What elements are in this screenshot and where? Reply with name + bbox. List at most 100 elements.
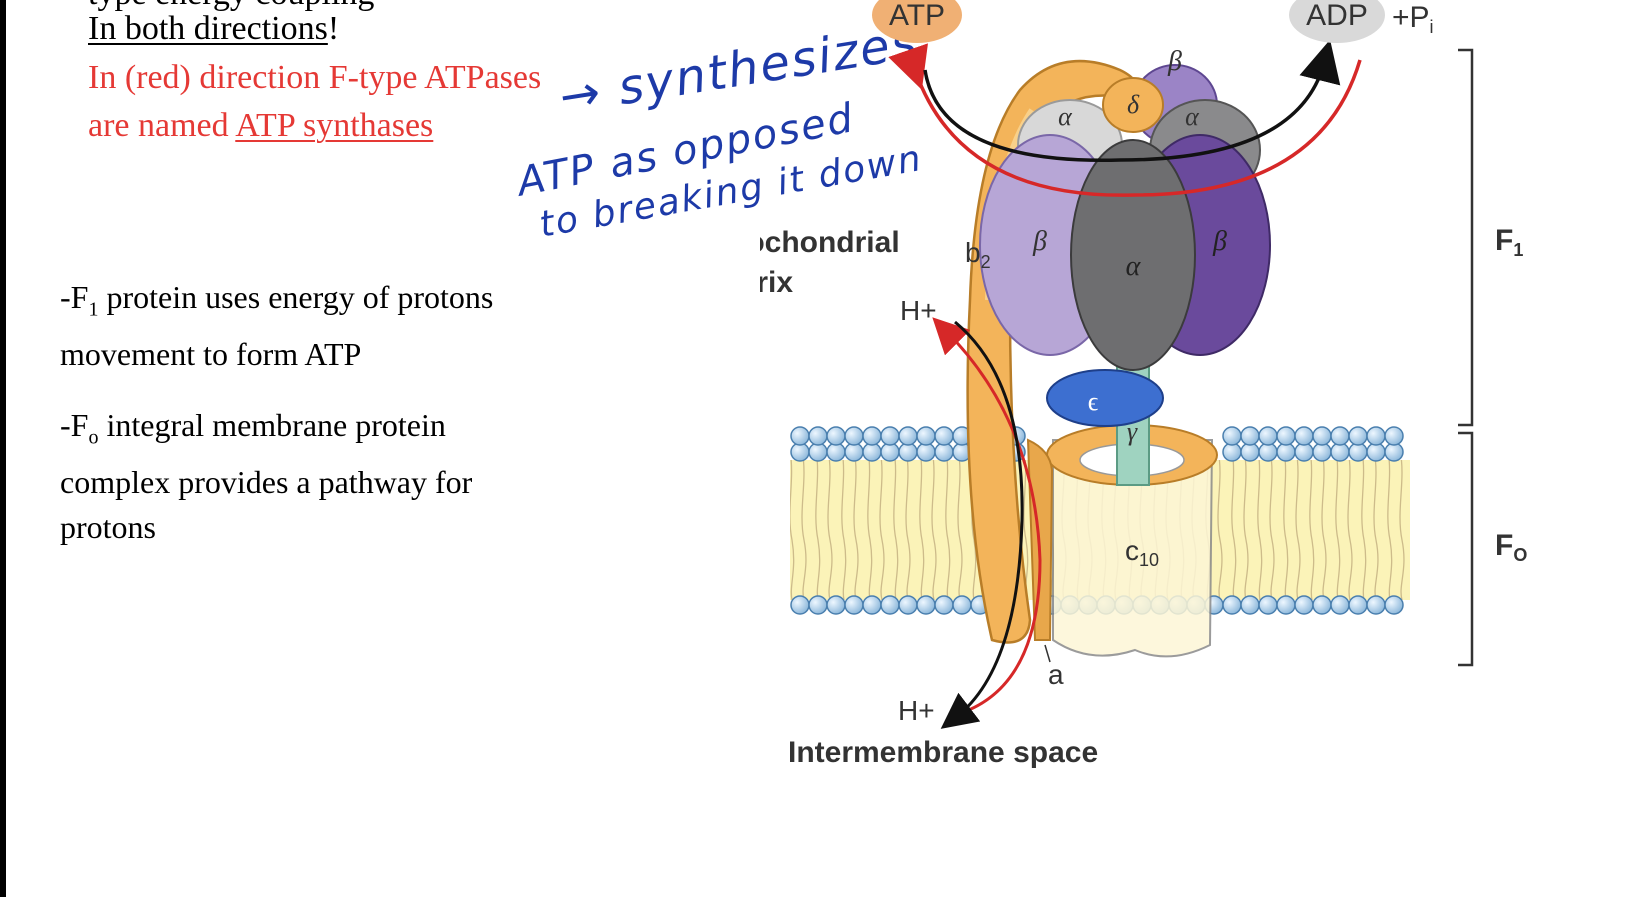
pi-label: +Pi — [1392, 1, 1434, 37]
lipid-head — [934, 595, 954, 615]
beta-right-label: β — [1212, 226, 1227, 257]
lipid-head — [880, 426, 900, 446]
bullet-fo-prefix: -F — [60, 407, 89, 443]
fo-label: FO — [1495, 529, 1527, 565]
bullet-f1-line2: movement to form ATP — [60, 336, 362, 373]
red-direction-text: In (red) direction F-type ATPases — [88, 59, 542, 96]
lipid-head — [790, 595, 810, 615]
red-rotation-arrow — [888, 43, 1362, 197]
bullet-fo: -Fo integral membrane protein complex pr… — [60, 403, 472, 550]
atp-label: ATP — [889, 0, 945, 32]
lipid-head — [1366, 595, 1386, 615]
c10-main: c — [1125, 535, 1139, 566]
bullet-f1-prefix: -F — [60, 279, 89, 315]
c10-ring-body — [1052, 439, 1214, 658]
delta-subunit — [1102, 77, 1164, 133]
lipid-head — [826, 426, 846, 446]
lipid-head — [1222, 595, 1242, 615]
black-proton-arrow — [940, 320, 1024, 729]
lipid-head — [1258, 426, 1278, 446]
f1-bracket — [1458, 48, 1474, 427]
lipid-head — [916, 595, 936, 615]
alpha-left-label: α — [1058, 102, 1073, 131]
delta-label: δ — [1127, 90, 1140, 119]
lipid-head — [862, 426, 882, 446]
heading-both-directions: In both directions! — [88, 9, 339, 49]
atp-synthases-line: are named ATP synthases — [88, 106, 433, 146]
both-directions-underlined: In both directions — [88, 10, 328, 47]
f1-label: F1 — [1495, 224, 1523, 260]
c10-sub: 10 — [1139, 550, 1159, 570]
bullet-fo-sub: o — [88, 426, 99, 449]
lipid-head — [1330, 595, 1350, 615]
lipid-head — [862, 595, 882, 615]
lipid-head — [1348, 426, 1368, 446]
lipid-head — [934, 426, 954, 446]
atp-synthase-diagram: ATP ADP +Pi β δ α α α β β ϵ γ b2 c10 a H… — [760, 0, 1527, 769]
atp-synthases-underlined: ATP synthases — [235, 107, 434, 144]
matrix-label: matrix — [760, 266, 793, 299]
bullet-fo-rest: integral membrane protein — [98, 407, 446, 443]
f1-main: F — [1495, 224, 1513, 257]
intermembrane-space-label: Intermembrane space — [788, 736, 1098, 769]
bullet-fo-line1: -Fo integral membrane protein — [60, 403, 472, 460]
epsilon-label: ϵ — [1088, 387, 1099, 416]
alpha-center-subunit — [1070, 139, 1196, 371]
lipid-head — [1294, 595, 1314, 615]
lipid-head — [1366, 426, 1386, 446]
lipid-head — [1294, 426, 1314, 446]
lipid-head — [880, 595, 900, 615]
c10-label: c10 — [1125, 535, 1159, 570]
lipid-head — [844, 595, 864, 615]
both-directions-tail: ! — [327, 10, 340, 47]
lipid-head — [1312, 426, 1332, 446]
epsilon-subunit — [1046, 369, 1164, 427]
mitochondrial-label: Mitochondrial — [760, 226, 900, 259]
bullet-f1-line1: -F1 protein uses energy of protons — [60, 275, 493, 332]
bullet-f1-sub: 1 — [88, 298, 99, 321]
lipid-head — [1276, 426, 1296, 446]
h-plus-top-label: H+ — [900, 295, 937, 326]
b2-label: b2 — [965, 237, 991, 272]
alpha-center-label: α — [1126, 251, 1142, 282]
beta-top-label: β — [1167, 46, 1182, 77]
lipid-head — [790, 426, 810, 446]
lipid-head — [898, 595, 918, 615]
lipid-head — [1384, 426, 1404, 446]
red-proton-arrow — [932, 317, 1042, 717]
cut-off-line: type energy coupling — [88, 0, 374, 14]
lipid-head — [808, 595, 828, 615]
bullet-fo-line2: complex provides a pathway for — [60, 464, 473, 501]
fo-sub: O — [1513, 545, 1527, 565]
cut-off-text: type energy coupling — [88, 0, 374, 12]
a-label: a — [1048, 659, 1064, 690]
lipid-head — [1258, 595, 1278, 615]
fo-main: F — [1495, 529, 1513, 562]
lipid-head — [1276, 595, 1296, 615]
lipid-head — [1222, 426, 1242, 446]
lipid-head — [898, 426, 918, 446]
h-plus-bottom-label: H+ — [898, 695, 935, 726]
fo-bracket — [1458, 431, 1474, 667]
lipid-head — [952, 595, 972, 615]
alpha-right-label: α — [1185, 102, 1200, 131]
adp-label: ADP — [1306, 0, 1368, 32]
lipid-head — [1384, 595, 1404, 615]
f1-sub: 1 — [1513, 240, 1523, 260]
a-leader-line — [1044, 644, 1051, 663]
slide-left-border — [0, 0, 6, 897]
lipid-head — [808, 426, 828, 446]
bullet-fo-line3: protons — [60, 509, 156, 546]
lipid-head — [1240, 595, 1260, 615]
red-direction-line: In (red) direction F-type ATPases — [88, 58, 541, 98]
lipid-head — [1348, 595, 1368, 615]
lipid-head — [826, 595, 846, 615]
lipid-head — [1312, 595, 1332, 615]
lipid-head — [1240, 426, 1260, 446]
adp-bubble — [1289, 0, 1385, 43]
lipid-head — [1330, 426, 1350, 446]
are-named-text: are named — [88, 107, 236, 144]
pi-main: +P — [1392, 1, 1430, 34]
lipid-head — [916, 426, 936, 446]
f1-head — [979, 64, 1271, 371]
